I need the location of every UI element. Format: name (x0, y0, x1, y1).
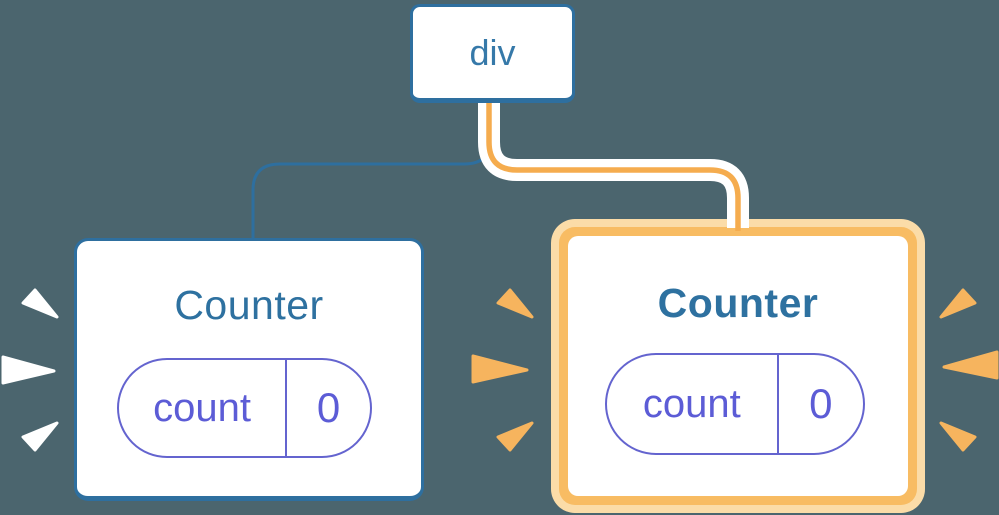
state-pill-left: count 0 (117, 358, 372, 458)
counter-title-right: Counter (657, 280, 819, 326)
state-key-right: count (607, 355, 779, 453)
root-div-label: div (469, 31, 516, 73)
counter-card-left: Counter count 0 (74, 238, 424, 501)
state-pill-right: count 0 (605, 353, 865, 455)
state-value-left: 0 (316, 384, 341, 431)
state-value-right: 0 (809, 380, 833, 427)
counter-card-right: Counter count 0 (568, 236, 908, 496)
counter-card-right-highlight-halo: Counter count 0 (551, 219, 925, 513)
counter-title-left: Counter (174, 282, 324, 328)
state-key-left: count (119, 360, 288, 456)
counter-card-right-highlight-border: Counter count 0 (559, 227, 917, 505)
root-div-node: div (410, 4, 575, 103)
